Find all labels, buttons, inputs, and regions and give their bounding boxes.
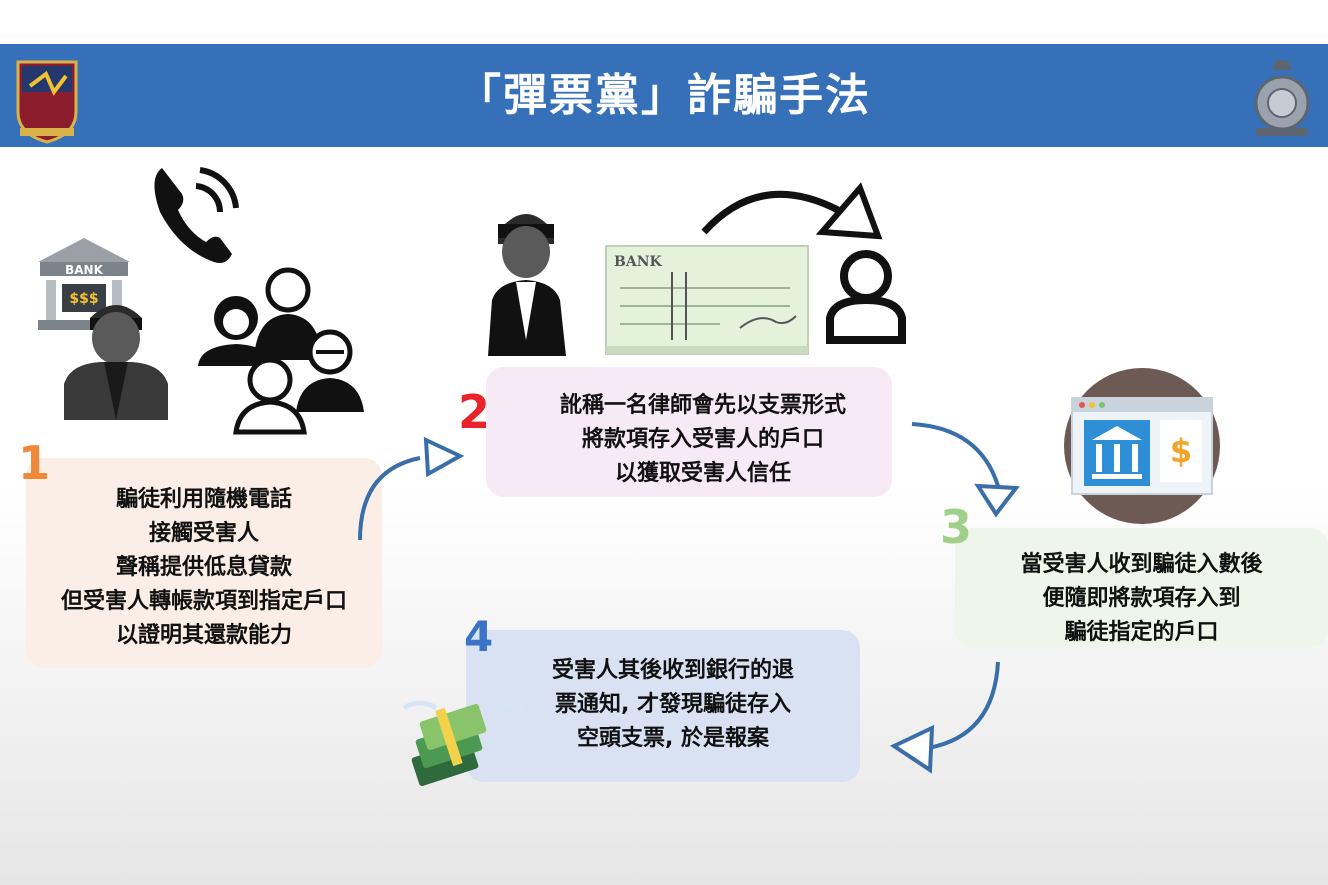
step-2-line: 將款項存入受害人的戶口	[581, 427, 824, 452]
bank-sign-text: BANK	[65, 263, 103, 277]
step-4-line: 票通知, 才發現騙徒存入	[554, 692, 792, 717]
step-1-line: 接觸受害人	[148, 521, 259, 546]
step-3-line: 騙徒指定的戶口	[1064, 620, 1219, 645]
step-2-line: 以獲取受害人信任	[614, 461, 791, 486]
flow-arrow-2-to-3	[911, 422, 1020, 518]
step-2-box: 訛稱一名律師會先以支票形式 將款項存入受害人的戶口 以獲取受害人信任	[486, 367, 892, 497]
college-crest-icon	[16, 60, 78, 144]
step-3-line: 便隨即將款項存入到	[1042, 586, 1241, 611]
crowd-people-icon	[198, 267, 364, 435]
step-2-line: 訛稱一名律師會先以支票形式	[559, 393, 846, 418]
step-4-box: 受害人其後收到銀行的退 票通知, 才發現騙徒存入 空頭支票, 於是報案	[466, 630, 860, 782]
cheque-icon	[605, 245, 809, 355]
step-4-number: 4	[464, 612, 494, 661]
step-3-line: 當受害人收到騙徒入數後	[1020, 552, 1263, 577]
flow-arrow-1-to-2	[358, 436, 465, 541]
bank-cash-text: $$$	[69, 291, 98, 307]
step-1-line: 騙徒利用隨機電話	[115, 487, 292, 512]
person-outline-icon	[826, 250, 906, 344]
dollar-sign-text: $	[1170, 432, 1192, 470]
masked-lawyer-icon	[488, 214, 566, 356]
phone-ringing-icon	[154, 167, 239, 263]
header-bar	[0, 44, 1328, 147]
masked-thief-icon	[64, 305, 168, 420]
step-3-number: 3	[940, 500, 973, 554]
page-title: 「彈票黨」詐騙手法	[457, 70, 871, 121]
cheque-bank-text: BANK	[614, 254, 662, 270]
step-4-line: 空頭支票, 於是報案	[576, 726, 770, 751]
online-bank-icon	[1064, 368, 1220, 524]
step-1-line: 但受害人轉帳款項到指定戶口	[60, 589, 347, 614]
step-1-box: 騙徒利用隨機電話 接觸受害人 聲稱提供低息貸款 但受害人轉帳款項到指定戶口 以證…	[26, 458, 382, 668]
step-1-line: 聲稱提供低息貸款	[115, 555, 292, 580]
step-4-line: 受害人其後收到銀行的退	[551, 658, 794, 683]
curved-arrow-icon	[701, 182, 883, 240]
step-3-box: 當受害人收到騙徒入數後 便隨即將款項存入到 騙徒指定的戶口	[955, 528, 1328, 648]
flow-arrow-3-to-4	[889, 661, 1000, 774]
bank-building-icon	[38, 238, 130, 330]
step-1-line: 以證明其還款能力	[115, 623, 292, 648]
step-2-number: 2	[458, 385, 491, 439]
police-crest-icon	[1254, 60, 1310, 136]
flying-money-icon	[402, 700, 526, 787]
step-1-number: 1	[18, 436, 51, 490]
